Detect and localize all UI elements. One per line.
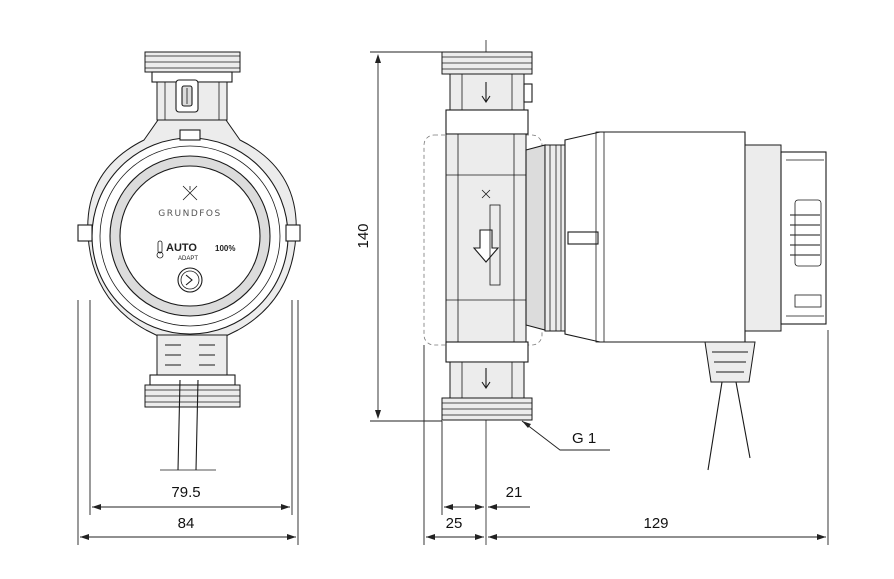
side-logo-icon [481,189,491,199]
side-bottom-fitting [441,341,533,421]
dim-width-inner: 79.5 [171,484,200,501]
faceplate-mode-sub: ADAPT [178,256,198,262]
dim-port-offset: 25 [446,515,463,532]
side-bottom-dimensions: 21 25 129 [423,330,829,545]
thermometer-icon [156,240,164,259]
thread-leader: G 1 [521,420,610,451]
height-dimension: 140 [355,51,442,422]
top-fitting [144,51,241,121]
mode-button[interactable] [177,267,203,293]
front-width-dimensions: 79.5 84 [77,300,299,545]
dim-depth: 129 [643,515,668,532]
chevron-right-icon [185,274,193,286]
motor-flange [525,144,566,332]
bottom-connector [144,334,241,471]
grundfos-logo-icon [182,185,198,201]
dim-port-thread: 21 [506,484,523,501]
faceplate-brand: GRUNDFOS [158,209,221,219]
motor-housing-front [77,119,301,341]
front-view: GRUNDFOS AUTO ADAPT 100% [77,51,301,545]
dim-width-outer: 84 [178,515,195,532]
flow-arrow-top-icon [481,82,491,103]
pump-body-side [445,133,527,343]
motor-body [564,131,827,343]
faceplate-percent: 100% [215,244,235,253]
faceplate: GRUNDFOS AUTO ADAPT 100% [156,185,235,293]
thread-label: G 1 [572,430,596,447]
flow-arrow-down-icon [472,229,500,263]
faceplate-mode: AUTO [166,242,197,254]
side-top-fitting [441,51,533,135]
side-view: 140 G 1 21 25 129 [355,40,829,545]
cable-connector [704,341,756,471]
flow-arrow-bottom-icon [481,368,491,389]
dim-height: 140 [355,223,372,248]
